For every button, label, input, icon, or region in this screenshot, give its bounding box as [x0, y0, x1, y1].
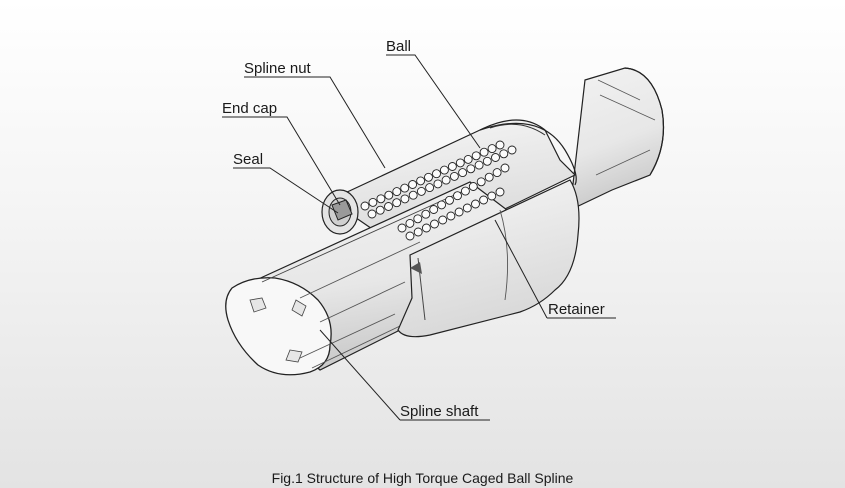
spline-shaft-rear: [569, 67, 665, 212]
ball: [471, 151, 481, 161]
ball: [397, 223, 407, 233]
ball: [413, 214, 423, 224]
ball: [495, 140, 505, 150]
ball: [408, 190, 418, 200]
ball: [400, 183, 410, 193]
ball: [424, 172, 433, 182]
ball: [507, 145, 517, 155]
ball: [499, 149, 509, 159]
ball: [392, 198, 402, 208]
ball: [375, 205, 385, 215]
ball: [466, 164, 476, 174]
ball: [487, 144, 497, 154]
ball: [384, 190, 394, 200]
ball: [471, 199, 480, 209]
label-ball: Ball: [386, 38, 411, 55]
ball: [413, 227, 423, 237]
ball: [500, 163, 510, 173]
label-retainer: Retainer: [548, 301, 605, 318]
ball: [438, 215, 448, 225]
ball: [453, 191, 462, 201]
ball: [447, 162, 457, 171]
ball: [479, 195, 489, 205]
ball: [474, 160, 484, 170]
ball: [476, 177, 486, 187]
ball: [384, 202, 393, 211]
ball: [432, 169, 441, 179]
ball: [492, 168, 502, 178]
ball: [416, 176, 426, 186]
ball: [416, 186, 426, 196]
label-end-cap: End cap: [222, 100, 277, 117]
ball: [491, 153, 500, 162]
spline-nut-front: [397, 179, 580, 338]
figure-caption: Fig.1 Structure of High Torque Caged Bal…: [271, 470, 574, 486]
ball: [421, 209, 431, 219]
ball: [405, 231, 415, 241]
ball: [392, 187, 402, 197]
ball: [439, 165, 449, 175]
ball: [449, 171, 459, 181]
ball: [455, 158, 465, 168]
ball: [421, 223, 431, 233]
ball: [441, 175, 451, 185]
ball-row: [360, 140, 517, 241]
ball: [376, 194, 386, 204]
ball: [437, 200, 447, 210]
label-seal: Seal: [233, 151, 263, 168]
ball: [479, 147, 489, 157]
ball: [484, 172, 494, 182]
ball: [360, 201, 370, 211]
ball: [495, 187, 505, 197]
ball: [482, 156, 492, 166]
ball: [460, 186, 470, 196]
ball: [429, 205, 439, 214]
ball-spline-diagram: Ball Spline nut End cap Seal Retainer Sp…: [222, 38, 665, 421]
ball: [458, 168, 468, 178]
ball: [430, 219, 439, 229]
ball: [400, 194, 410, 204]
ball: [462, 203, 472, 213]
ball: [468, 182, 478, 191]
seal: [331, 199, 353, 221]
ball: [408, 180, 418, 189]
ball: [368, 197, 378, 207]
ball: [446, 211, 456, 221]
ball: [425, 183, 435, 193]
leader-lines: [222, 54, 616, 421]
label-spline-nut: Spline nut: [244, 60, 312, 77]
ball: [454, 207, 464, 217]
label-spline-shaft: Spline shaft: [400, 403, 479, 420]
ball: [405, 218, 415, 228]
ball: [445, 195, 454, 205]
ball: [463, 154, 473, 164]
ball: [433, 179, 443, 189]
ball: [487, 191, 497, 201]
ball: [367, 209, 377, 219]
